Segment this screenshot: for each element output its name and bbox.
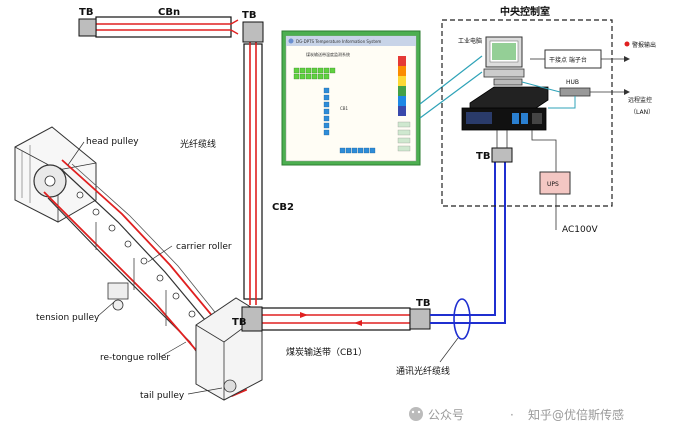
- tb-room: [491, 147, 513, 163]
- cbn-label: CBn: [158, 7, 180, 18]
- alarm-output-label: 警报输出: [632, 41, 656, 49]
- vertical-belt-cb2: [243, 40, 263, 305]
- bottom-belt-cb1: [261, 307, 411, 331]
- remote-monitor-label: 远程监控: [628, 96, 652, 104]
- comm-fiber-label: 通讯光纤缆线: [396, 365, 450, 377]
- tb-corner-label: TB: [232, 317, 246, 328]
- carrier-rollers: [76, 191, 210, 338]
- comm-fiber-cable: [430, 162, 506, 324]
- industrial-pc-label: 工业电脑: [458, 37, 482, 45]
- industrial-pc: [483, 36, 525, 86]
- top-belt-cbn: [95, 16, 239, 38]
- ups-unit: [539, 171, 571, 195]
- watermark-separator: ·: [510, 408, 514, 422]
- coal-belt-label: 煤炭输送带（CB1）: [286, 346, 367, 358]
- tb-top-left-label: TB: [79, 7, 93, 18]
- tension-pulley-label: tension pulley: [36, 313, 100, 323]
- wechat-icon: [409, 407, 423, 421]
- control-room-label: 中央控制室: [500, 5, 550, 18]
- screen-cb-label: CB1: [340, 106, 349, 111]
- monitor-screenshot: DG-DPTS Temperature Information System 煤…: [281, 30, 421, 166]
- screen-caption: 煤炭输送带温度监测系统: [306, 51, 350, 57]
- retongue-roller-label: re-tongue roller: [100, 353, 170, 363]
- screen-title: DG-DPTS Temperature Information System: [296, 39, 381, 44]
- comm-fiber-loop: [453, 298, 471, 340]
- tb-top-right: [242, 21, 264, 43]
- tb-top-left: [78, 18, 97, 37]
- ac-power-label: AC100V: [562, 225, 598, 235]
- tb-right: [409, 308, 431, 330]
- tb-corner: [241, 306, 263, 332]
- carrier-roller-label: carrier roller: [176, 242, 232, 252]
- head-pulley-label: head pulley: [86, 137, 139, 147]
- lan-label: （LAN）: [630, 109, 654, 116]
- watermark-account: 知乎@优倍斯传感: [528, 407, 624, 422]
- cb2-label: CB2: [272, 202, 294, 213]
- temperature-controller: [461, 86, 549, 131]
- tb-top-right-label: TB: [242, 10, 256, 21]
- hub-device: [559, 87, 591, 97]
- tail-pulley-label: tail pulley: [140, 391, 185, 401]
- control-room-frame: [441, 19, 613, 207]
- tension-pulley: [107, 282, 129, 311]
- fiber-cable-label: 光纤缆线: [180, 138, 216, 150]
- ups-label: UPS: [547, 181, 559, 188]
- hub-label: HUB: [566, 79, 579, 86]
- tb-right-label: TB: [416, 298, 430, 309]
- dry-contact-label: 干接点 端子台: [549, 56, 587, 64]
- watermark: 公众号 · 知乎@优倍斯传感: [409, 407, 624, 422]
- tb-room-label: TB: [476, 151, 490, 162]
- watermark-platform: 公众号: [428, 408, 464, 422]
